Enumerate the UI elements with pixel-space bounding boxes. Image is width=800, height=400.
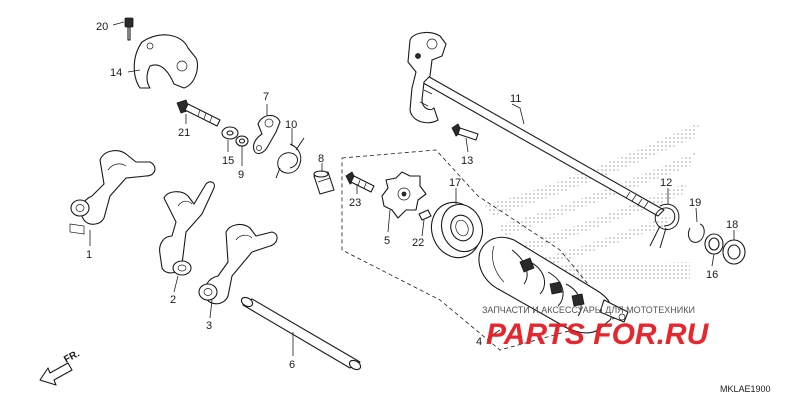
circlip-19	[687, 223, 705, 243]
diagram-code: MKLAE1900	[720, 384, 771, 394]
callout-12: 12	[660, 177, 672, 189]
callout-11: 11	[510, 93, 521, 105]
callout-1: 1	[86, 249, 92, 261]
return-spring-10	[275, 137, 305, 179]
shift-fork-2	[159, 181, 215, 276]
callout-22: 22	[412, 237, 424, 249]
washer-15	[221, 126, 239, 140]
callout-20: 20	[96, 21, 108, 33]
bolt-20	[124, 17, 134, 41]
stopper-arm-7	[252, 114, 281, 155]
callout-17: 17	[449, 177, 461, 189]
callout-6: 6	[289, 359, 295, 371]
callout-19: 19	[689, 197, 701, 209]
callout-18: 18	[726, 219, 738, 231]
bracket-plate-14	[133, 34, 199, 89]
callout-9: 9	[238, 169, 244, 181]
bolt-13	[451, 123, 479, 141]
fork-shaft-6	[240, 296, 362, 371]
callout-numbers: 20 14 21 15 9 7 10 8 23 5 22 17 13 11 12…	[86, 21, 738, 371]
callout-10: 10	[285, 119, 297, 131]
shift-drum-center-5	[381, 171, 427, 219]
callout-4: 4	[476, 336, 482, 348]
drum-assembly-frame	[341, 149, 617, 351]
watermark-tagline: ЗАПЧАСТИ И АКСЕССУАРЫ ДЛЯ МОТОТЕХНИКИ	[482, 305, 695, 315]
collar-9	[235, 135, 249, 147]
leader-lines	[89, 21, 735, 356]
bolt-21	[176, 99, 221, 127]
front-direction-label: FR.	[62, 348, 82, 365]
bearing-17	[430, 201, 484, 259]
front-direction-arrow: FR.	[39, 348, 82, 386]
spindle-8	[313, 170, 335, 195]
parts-for-ru-watermark: ЗАПЧАСТИ И АКСЕССУАРЫ ДЛЯ МОТОТЕХНИКИ PA…	[482, 305, 710, 351]
watermark-brand: PARTS FOR.RU	[486, 318, 710, 351]
washer-16	[704, 233, 724, 255]
callout-3: 3	[206, 320, 212, 332]
callout-13: 13	[461, 155, 473, 167]
callout-14: 14	[110, 67, 122, 79]
dowel-pin-22	[418, 209, 432, 221]
callout-8: 8	[318, 153, 324, 165]
callout-23: 23	[349, 197, 361, 209]
callout-16: 16	[706, 269, 718, 281]
callout-2: 2	[170, 294, 176, 306]
bolt-23	[345, 171, 375, 193]
callout-21: 21	[178, 127, 190, 139]
gearshift-drum-4	[478, 236, 629, 334]
callout-5: 5	[384, 235, 390, 247]
callout-15: 15	[222, 155, 234, 167]
spring-12	[649, 203, 680, 249]
callout-7: 7	[263, 91, 269, 103]
oil-seal-18	[722, 239, 746, 265]
shift-shaft-11	[407, 31, 665, 217]
shift-fork-1	[69, 150, 156, 235]
shift-fork-3	[198, 223, 278, 305]
